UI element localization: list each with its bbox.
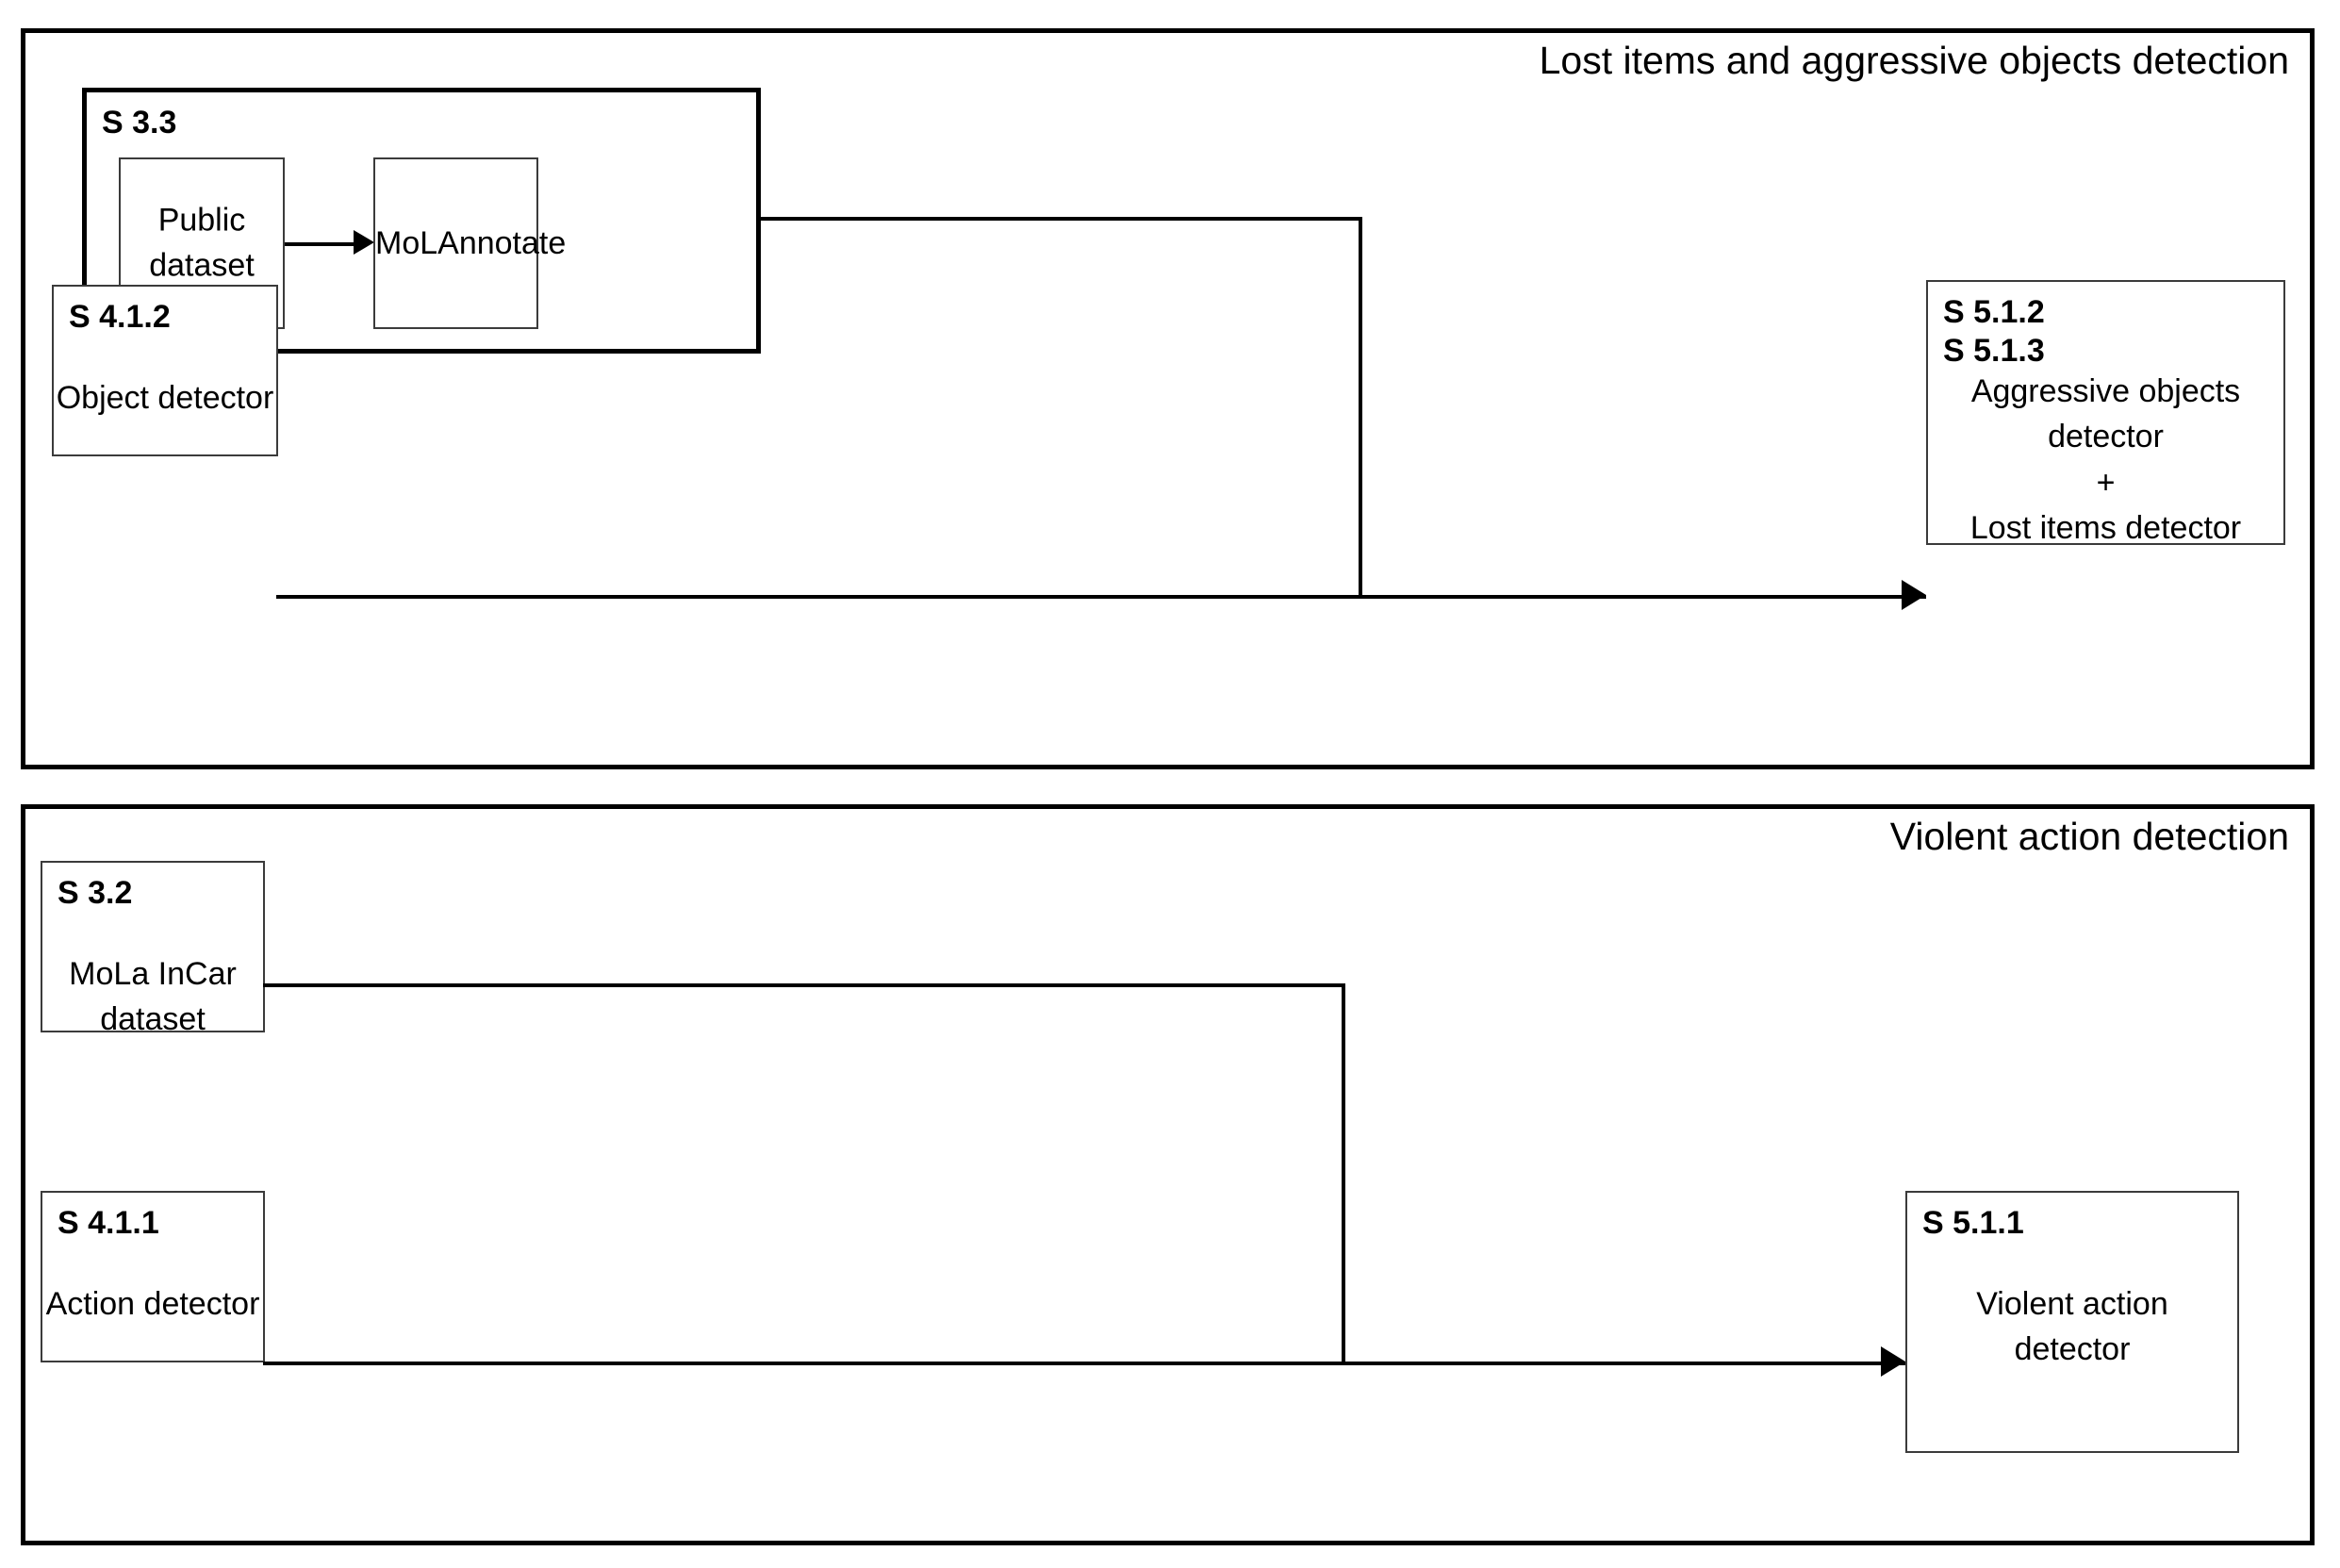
box-tag-s32: S 3.2 [58,875,133,911]
connector-s32-horizontal [263,983,1345,987]
box-tag-s513: S 5.1.3 [1943,333,2045,370]
connector-s33-vertical [1359,217,1362,599]
box-s512-s513-line1: Aggressive objects [1970,373,2241,409]
panel-title-lost-items: Lost items and aggressive objects detect… [1539,39,2289,82]
panel-title-violent-action: Violent action detection [1889,815,2289,858]
panel-violent-action-detection: Violent action detection S 3.2 MoLa InCa… [21,804,2315,1545]
box-s32-mola-incar-dataset[interactable]: S 3.2 MoLa InCar dataset [41,861,265,1037]
box-public-dataset-label: Public dataset [121,198,283,289]
box-tag-s511: S 5.1.1 [1922,1205,2024,1241]
connector-object-detector-to-aggressive [276,595,1926,599]
box-s512-s513-line4: Lost items detector [1969,509,2242,546]
connector-action-detector-to-violent [263,1362,1905,1365]
box-s512-s513-line3: + [2096,464,2116,501]
box-molannotate[interactable]: MoLAnnotate [373,157,567,329]
box-s511-line2: detector [2014,1331,2131,1368]
box-public-dataset-label-line1: Public [157,202,246,239]
box-s32-label: MoLa InCar dataset [69,956,237,1038]
connector-s32-vertical [1342,983,1345,1365]
arrowhead-icon-to-aggressive-detector [1902,580,1926,610]
panel-lost-items-and-aggressive-objects: Lost items and aggressive objects detect… [21,28,2315,769]
box-s412-label: Object detector [56,380,274,416]
box-s411-action-detector[interactable]: S 4.1.1 Action detector [41,1191,265,1362]
box-molannotate-label: MoLAnnotate [375,221,567,266]
box-s511-line1: Violent action [1976,1286,2168,1322]
box-s511-label: Violent action detector [1907,1281,2237,1373]
connector-public-dataset-to-molannotate [285,242,360,246]
box-tag-s512: S 5.1.2 [1943,294,2045,330]
box-s512-s513-aggressive-lost-detector[interactable]: S 5.1.2 S 5.1.3 Aggressive objects detec… [1926,280,2285,546]
connector-s33-horizontal [759,217,1362,221]
group-tag-s33: S 3.3 [102,105,177,140]
box-tag-s512-s513: S 5.1.2 S 5.1.3 [1943,293,2045,371]
arrowhead-icon-to-molannotate [354,230,374,255]
box-public-dataset-label-line2: dataset [149,248,255,284]
box-s412-object-detector[interactable]: S 4.1.2 Object detector [52,285,278,456]
box-s512-s513-label: Aggressive objects detector + Lost items… [1928,369,2283,551]
box-tag-s412: S 4.1.2 [69,299,171,335]
box-s411-label: Action detector [45,1286,260,1322]
box-s512-s513-line2: detector [2048,419,2164,455]
arrowhead-icon-to-violent-detector [1881,1346,1905,1377]
box-tag-s411: S 4.1.1 [58,1205,159,1241]
box-s511-violent-action-detector[interactable]: S 5.1.1 Violent action detector [1905,1191,2239,1453]
box-molannotate-label-line1: MoLAnnotate [375,224,567,261]
